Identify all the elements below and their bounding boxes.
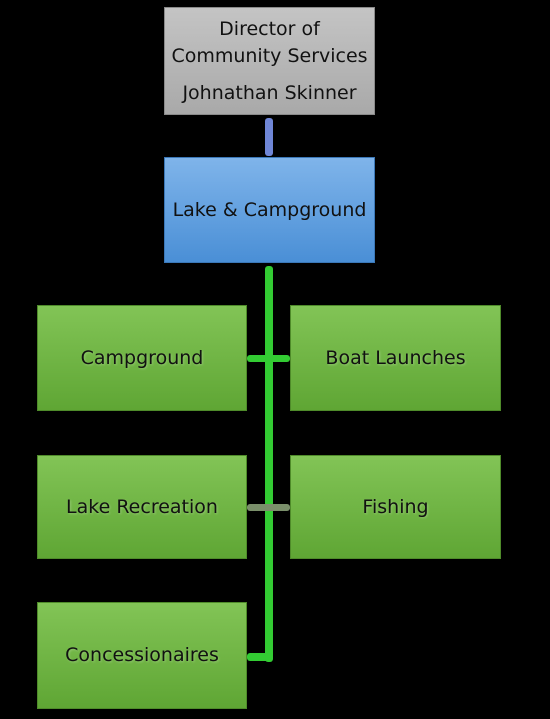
unit-box-boat-launches: Boat Launches (290, 305, 501, 411)
department-label: Lake & Campground (172, 198, 367, 221)
director-title-line2: Community Services (171, 44, 368, 67)
unit-box-concessionaires: Concessionaires (37, 602, 247, 709)
connector-branch-row2 (247, 504, 290, 511)
unit-label: Boat Launches (325, 346, 466, 369)
connector-branch-row1 (247, 355, 290, 362)
director-box: Director of Community Services Johnathan… (164, 7, 375, 115)
connector-branch-row3 (247, 653, 273, 661)
unit-box-campground: Campground (37, 305, 247, 411)
director-name: Johnathan Skinner (182, 81, 357, 104)
department-box: Lake & Campground (164, 157, 375, 263)
unit-label: Lake Recreation (66, 495, 218, 518)
connector-spine (265, 266, 273, 662)
connector-director-department (265, 118, 273, 156)
unit-box-lake-recreation: Lake Recreation (37, 455, 247, 559)
unit-label: Fishing (362, 495, 429, 518)
unit-box-fishing: Fishing (290, 455, 501, 559)
unit-label: Campground (80, 346, 204, 369)
director-title-line1: Director of (219, 17, 320, 40)
unit-label: Concessionaires (65, 644, 219, 666)
